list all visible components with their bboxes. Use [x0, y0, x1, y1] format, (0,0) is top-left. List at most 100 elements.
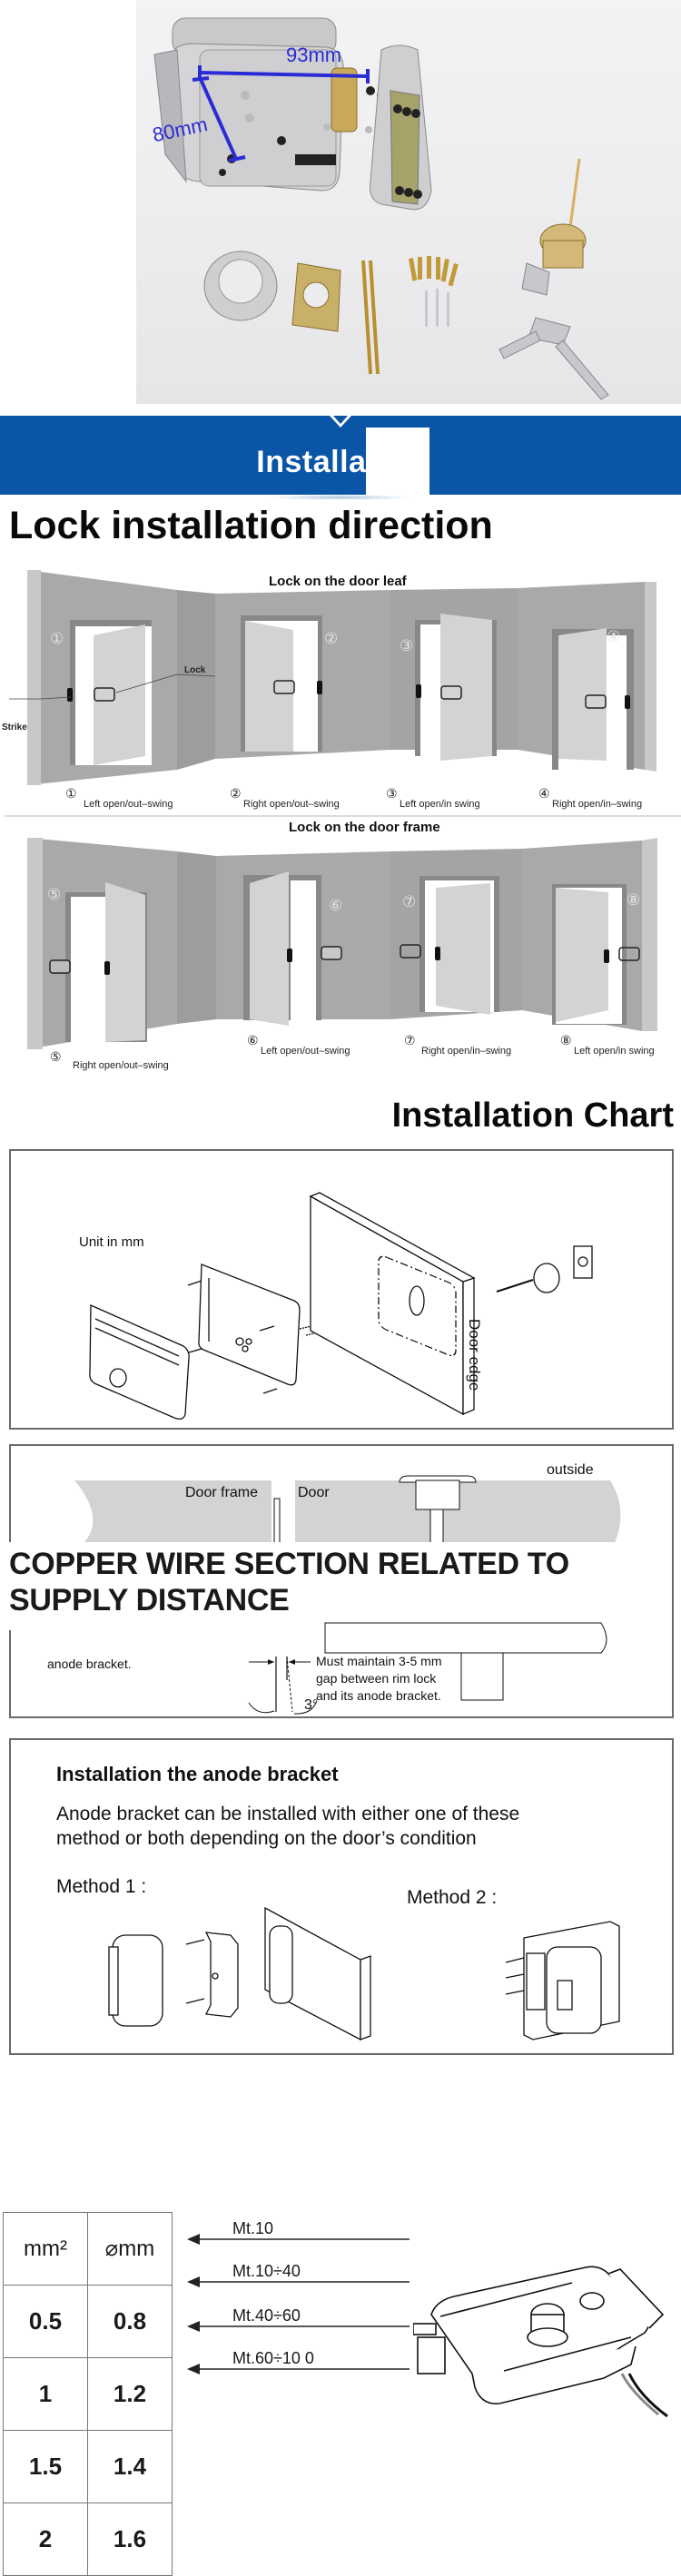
door-frame-label: Door frame — [185, 1485, 259, 1500]
mounting-plate — [291, 262, 341, 332]
installation-chart-title: Installation Chart — [391, 1096, 674, 1135]
door-label: Door — [298, 1485, 330, 1500]
banner-title: Installation — [0, 445, 681, 480]
door-frame-section — [74, 1480, 271, 1543]
door-5-marker: ⑤ — [47, 886, 62, 903]
distance-label: Mt.10 — [232, 2219, 274, 2237]
table-row: 0.5 0.8 — [3, 2285, 173, 2358]
door-8-marker: ⑧ — [627, 891, 641, 909]
anode-description: Anode bracket can be installed with eith… — [56, 1802, 519, 1851]
long-screws — [361, 260, 380, 375]
header-cross-section: mm² — [3, 2212, 88, 2286]
strike-plate — [370, 44, 432, 211]
door-2-label: Right open/out–swing — [243, 799, 340, 810]
overlay-band-1 — [0, 1542, 636, 1593]
anode-bracket-box: Installation the anode bracket Anode bra… — [9, 1738, 674, 2055]
door-4-label: Right open/in–swing — [552, 799, 643, 810]
gap-note: Must maintain 3-5 mm gap between rim loc… — [316, 1653, 441, 1705]
anode-description-line: Anode bracket can be installed with eith… — [56, 1804, 520, 1824]
arrow-left-icon — [187, 2276, 410, 2287]
table-row: 1 1.2 — [3, 2357, 173, 2431]
door-2-marker: ② — [324, 630, 339, 647]
cell-diameter: 1.2 — [87, 2357, 173, 2431]
door-3-marker: ③ — [400, 637, 414, 654]
section-banner — [0, 416, 681, 495]
table-row: 2 1.6 — [3, 2502, 173, 2576]
product-photo: 93mm 80mm — [136, 0, 681, 404]
leaf-subtitle: Lock on the door leaf — [269, 574, 407, 589]
lock-case — [198, 1263, 301, 1386]
lock-cover — [89, 1304, 190, 1420]
gap-note-line: Must maintain 3-5 mm — [316, 1654, 442, 1668]
door-section — [295, 1480, 621, 1543]
header-diameter: ⌀mm — [87, 2212, 173, 2286]
method-2-label: Method 2 : — [407, 1887, 498, 1908]
door-3-label: Left open/in swing — [400, 799, 480, 810]
method-1-illustration — [108, 1906, 371, 2041]
lock-callout: Lock — [184, 665, 206, 675]
door-5-num: ⑤ — [50, 1049, 62, 1064]
lock-kit-illustration: 93mm 80mm — [151, 17, 609, 400]
rim-lock-body — [153, 17, 386, 192]
cylinder-and-keys — [498, 158, 609, 400]
door-edge-label: Door edge — [466, 1319, 483, 1391]
dimension-lines — [192, 65, 370, 162]
distance-arrows: Mt.10 Mt.10÷40 Mt.40÷60 Mt.60÷10 0 — [187, 2219, 414, 2375]
unit-note: Unit in mm — [79, 1234, 144, 1250]
angle-label: 3° — [304, 1697, 319, 1713]
distance-label: Mt.10÷40 — [232, 2262, 301, 2280]
escutcheon-ring — [203, 251, 278, 321]
door-5-label: Right open/out–swing — [73, 1060, 169, 1071]
lock-cylinder — [496, 1245, 593, 1293]
cell-diameter: 0.8 — [87, 2285, 173, 2358]
copper-wire-heading-line2: SUPPLY DISTANCE — [9, 1583, 290, 1617]
door-1-marker: ① — [50, 630, 64, 647]
table-header-row: mm² ⌀mm — [3, 2212, 173, 2286]
door-4-num: ④ — [538, 786, 550, 801]
arrow-left-icon — [187, 2364, 410, 2374]
lock-direction-title: Lock installation direction — [9, 504, 493, 547]
door-8-num: ⑧ — [560, 1033, 572, 1047]
door-7-num: ⑦ — [404, 1033, 416, 1047]
copper-wire-heading-line1: COPPER WIRE SECTION RELATED TO — [9, 1547, 569, 1581]
door-6-label: Left open/out–swing — [261, 1046, 350, 1057]
door-8-label: Left open/in swing — [574, 1046, 655, 1057]
anode-description-line: method or both depending on the door’s c… — [56, 1828, 477, 1849]
small-screws — [409, 256, 459, 327]
gap-note-line: gap between rim lock — [316, 1671, 437, 1686]
method-1-label: Method 1 : — [56, 1876, 147, 1897]
door-1-num: ① — [65, 786, 77, 801]
distance-label: Mt.60÷10 0 — [232, 2349, 314, 2367]
cell-cross-section: 0.5 — [3, 2285, 88, 2358]
banner-title-text: Installation — [256, 445, 425, 479]
table-row: 1.5 1.4 — [3, 2430, 173, 2503]
door-7-marker: ⑦ — [402, 893, 417, 910]
cell-cross-section: 1.5 — [3, 2430, 88, 2503]
frame-subtitle: Lock on the door frame — [289, 820, 440, 835]
overlay-band-2 — [0, 1587, 322, 1630]
gap-note-line: and its anode bracket. — [316, 1688, 441, 1703]
outside-label: outside — [547, 1462, 594, 1478]
door-2-num: ② — [230, 786, 242, 801]
door-6-marker: ⑥ — [329, 897, 343, 914]
arrow-left-icon — [187, 2321, 410, 2332]
exploded-view-box: Unit in mm Door edge — [9, 1149, 674, 1430]
door-4-marker: ④ — [607, 628, 621, 645]
door-6-num: ⑥ — [247, 1033, 259, 1047]
chevron-down-icon — [330, 416, 351, 428]
door-7-label: Right open/in–swing — [421, 1046, 512, 1057]
anode-bracket-text: anode bracket. — [47, 1657, 132, 1671]
banner-shadow — [268, 495, 413, 500]
copper-wire-table: mm² ⌀mm 0.5 0.8 1 1.2 1.5 1.4 2 1.6 — [3, 2212, 173, 2576]
copper-wire-heading: COPPER WIRE SECTION RELATED TO SUPPLY DI… — [9, 1546, 569, 1618]
divider — [5, 815, 681, 817]
cell-diameter: 1.6 — [87, 2502, 173, 2576]
door-panel — [309, 1192, 476, 1416]
distance-label: Mt.40÷60 — [232, 2306, 301, 2325]
arrow-left-icon — [187, 2234, 410, 2245]
method-2-illustration — [505, 1921, 620, 2040]
width-dimension-label: 93mm — [286, 44, 341, 66]
cell-cross-section: 1 — [3, 2357, 88, 2431]
banner-highlight-box — [366, 428, 429, 495]
anode-title: Installation the anode bracket — [56, 1763, 339, 1785]
